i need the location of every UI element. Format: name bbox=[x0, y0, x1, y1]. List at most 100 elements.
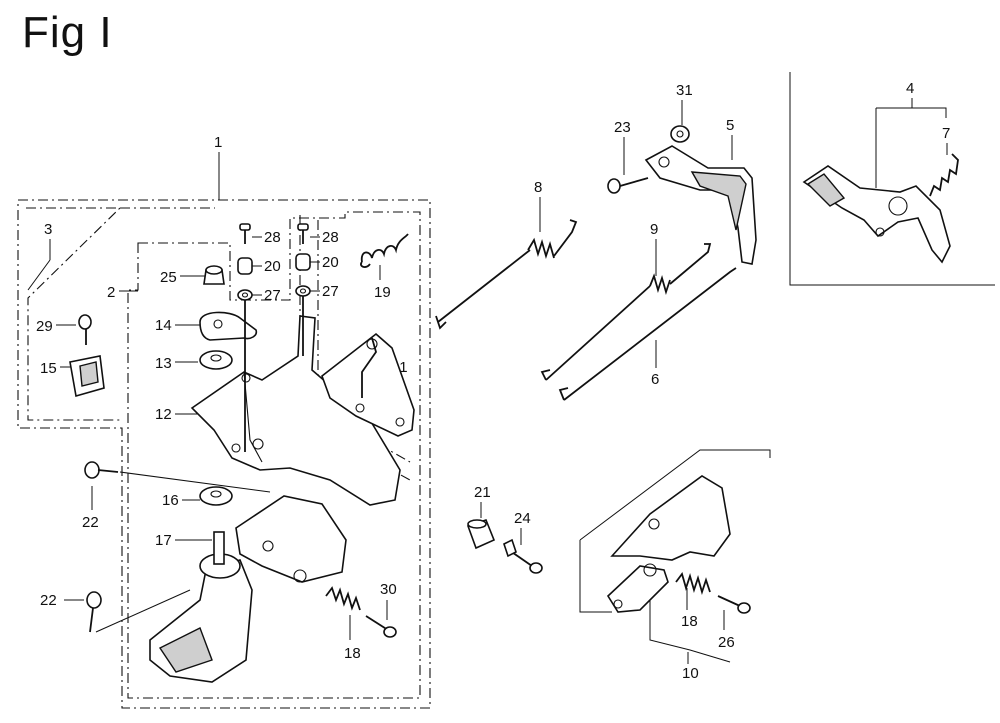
part-23-bolt bbox=[607, 177, 649, 194]
svg-text:22: 22 bbox=[40, 592, 57, 609]
callout-13: 13 bbox=[155, 355, 198, 372]
svg-text:7: 7 bbox=[942, 125, 950, 142]
part-28-screw-b bbox=[297, 223, 309, 244]
svg-text:24: 24 bbox=[514, 510, 531, 527]
part-26-bolt bbox=[717, 595, 751, 614]
part-25-grommet bbox=[203, 265, 225, 285]
svg-text:26: 26 bbox=[718, 634, 735, 651]
callout-8: 8 bbox=[534, 179, 542, 232]
assembly-10-box bbox=[579, 449, 771, 613]
callout-12: 12 bbox=[155, 406, 200, 423]
callout-23: 23 bbox=[614, 119, 631, 175]
part-8-spring-rod bbox=[435, 219, 578, 330]
callout-16: 16 bbox=[162, 492, 200, 509]
callout-18a: 18 bbox=[344, 615, 361, 662]
callout-30: 30 bbox=[380, 581, 397, 620]
callout-31: 31 bbox=[676, 82, 693, 125]
callout-4: 4 bbox=[875, 80, 947, 188]
part-15-clip bbox=[69, 355, 105, 398]
assembly-2-frame bbox=[127, 211, 421, 699]
svg-text:2: 2 bbox=[107, 284, 115, 301]
svg-text:8: 8 bbox=[534, 179, 542, 196]
part-13-washer bbox=[199, 350, 233, 370]
callout-27a: 27 bbox=[252, 287, 281, 304]
svg-text:6: 6 bbox=[651, 371, 659, 388]
svg-text:10: 10 bbox=[682, 665, 699, 682]
svg-text:22: 22 bbox=[82, 514, 99, 531]
part-link-rod bbox=[244, 296, 304, 452]
part-6-rod bbox=[558, 267, 737, 401]
svg-text:16: 16 bbox=[162, 492, 179, 509]
callout-2: 2 bbox=[107, 284, 138, 301]
part-27-washer-b bbox=[295, 285, 311, 297]
part-24-bolt bbox=[503, 538, 543, 574]
part-governor-bracket bbox=[235, 495, 347, 583]
callout-6: 6 bbox=[651, 340, 659, 388]
svg-text:15: 15 bbox=[40, 360, 57, 377]
part-21-pin bbox=[466, 519, 496, 550]
callout-28a: 28 bbox=[252, 229, 281, 246]
svg-text:12: 12 bbox=[155, 406, 172, 423]
callout-1: 1 bbox=[214, 134, 222, 200]
callout-17: 17 bbox=[155, 532, 212, 549]
part-18-spring-b bbox=[675, 572, 711, 596]
part-16-washer bbox=[199, 486, 233, 506]
callout-20b: 20 bbox=[310, 254, 339, 271]
figure-title: Fig I bbox=[22, 8, 113, 57]
svg-text:20: 20 bbox=[264, 258, 281, 275]
callout-18b: 18 bbox=[681, 588, 698, 630]
svg-text:1: 1 bbox=[214, 134, 222, 151]
callout-14: 14 bbox=[155, 317, 200, 334]
part-10-lever-assembly bbox=[606, 475, 731, 613]
callout-15: 15 bbox=[40, 360, 72, 377]
part-22-bolt-b bbox=[86, 589, 191, 633]
part-9-rod bbox=[540, 243, 712, 381]
callout-7: 7 bbox=[942, 125, 950, 155]
part-22-bolt-a bbox=[84, 461, 271, 493]
svg-text:3: 3 bbox=[44, 221, 52, 238]
svg-text:19: 19 bbox=[374, 284, 391, 301]
part-11-bracket bbox=[321, 332, 415, 437]
svg-text:14: 14 bbox=[155, 317, 172, 334]
callout-28b: 28 bbox=[310, 229, 339, 246]
svg-text:23: 23 bbox=[614, 119, 631, 136]
svg-text:9: 9 bbox=[650, 221, 658, 238]
part-20-collar-a bbox=[237, 257, 253, 275]
callout-9: 9 bbox=[650, 221, 658, 276]
svg-text:28: 28 bbox=[322, 229, 339, 246]
callout-5: 5 bbox=[726, 117, 734, 160]
callout-26: 26 bbox=[718, 610, 735, 651]
svg-text:18: 18 bbox=[344, 645, 361, 662]
callout-20a: 20 bbox=[252, 258, 281, 275]
svg-text:29: 29 bbox=[36, 318, 53, 335]
callout-10: 10 bbox=[649, 580, 731, 682]
assembly-1-frame bbox=[17, 199, 431, 709]
part-29-bolt bbox=[78, 314, 92, 345]
svg-text:28: 28 bbox=[264, 229, 281, 246]
part-31-nut bbox=[670, 125, 690, 143]
svg-text:4: 4 bbox=[906, 80, 914, 97]
part-14-cam bbox=[199, 311, 258, 341]
callout-3: 3 bbox=[27, 221, 52, 291]
part-20-collar-b bbox=[295, 253, 311, 271]
callout-22b: 22 bbox=[40, 592, 84, 609]
callout-24: 24 bbox=[514, 510, 531, 545]
callout-27b: 27 bbox=[310, 283, 339, 300]
svg-text:27: 27 bbox=[322, 283, 339, 300]
svg-text:27: 27 bbox=[264, 287, 281, 304]
callout-19: 19 bbox=[374, 265, 391, 301]
part-5-lever bbox=[644, 145, 757, 265]
svg-text:5: 5 bbox=[726, 117, 734, 134]
svg-text:18: 18 bbox=[681, 613, 698, 630]
part-17-governor-arm bbox=[149, 531, 253, 683]
callout-22a: 22 bbox=[82, 486, 99, 531]
part-7-spring bbox=[929, 153, 959, 197]
svg-text:13: 13 bbox=[155, 355, 172, 372]
part-30-bolt bbox=[365, 615, 397, 638]
part-19-spring bbox=[360, 233, 409, 268]
svg-text:21: 21 bbox=[474, 484, 491, 501]
svg-text:25: 25 bbox=[160, 269, 177, 286]
part-12-control-plate bbox=[190, 315, 401, 506]
